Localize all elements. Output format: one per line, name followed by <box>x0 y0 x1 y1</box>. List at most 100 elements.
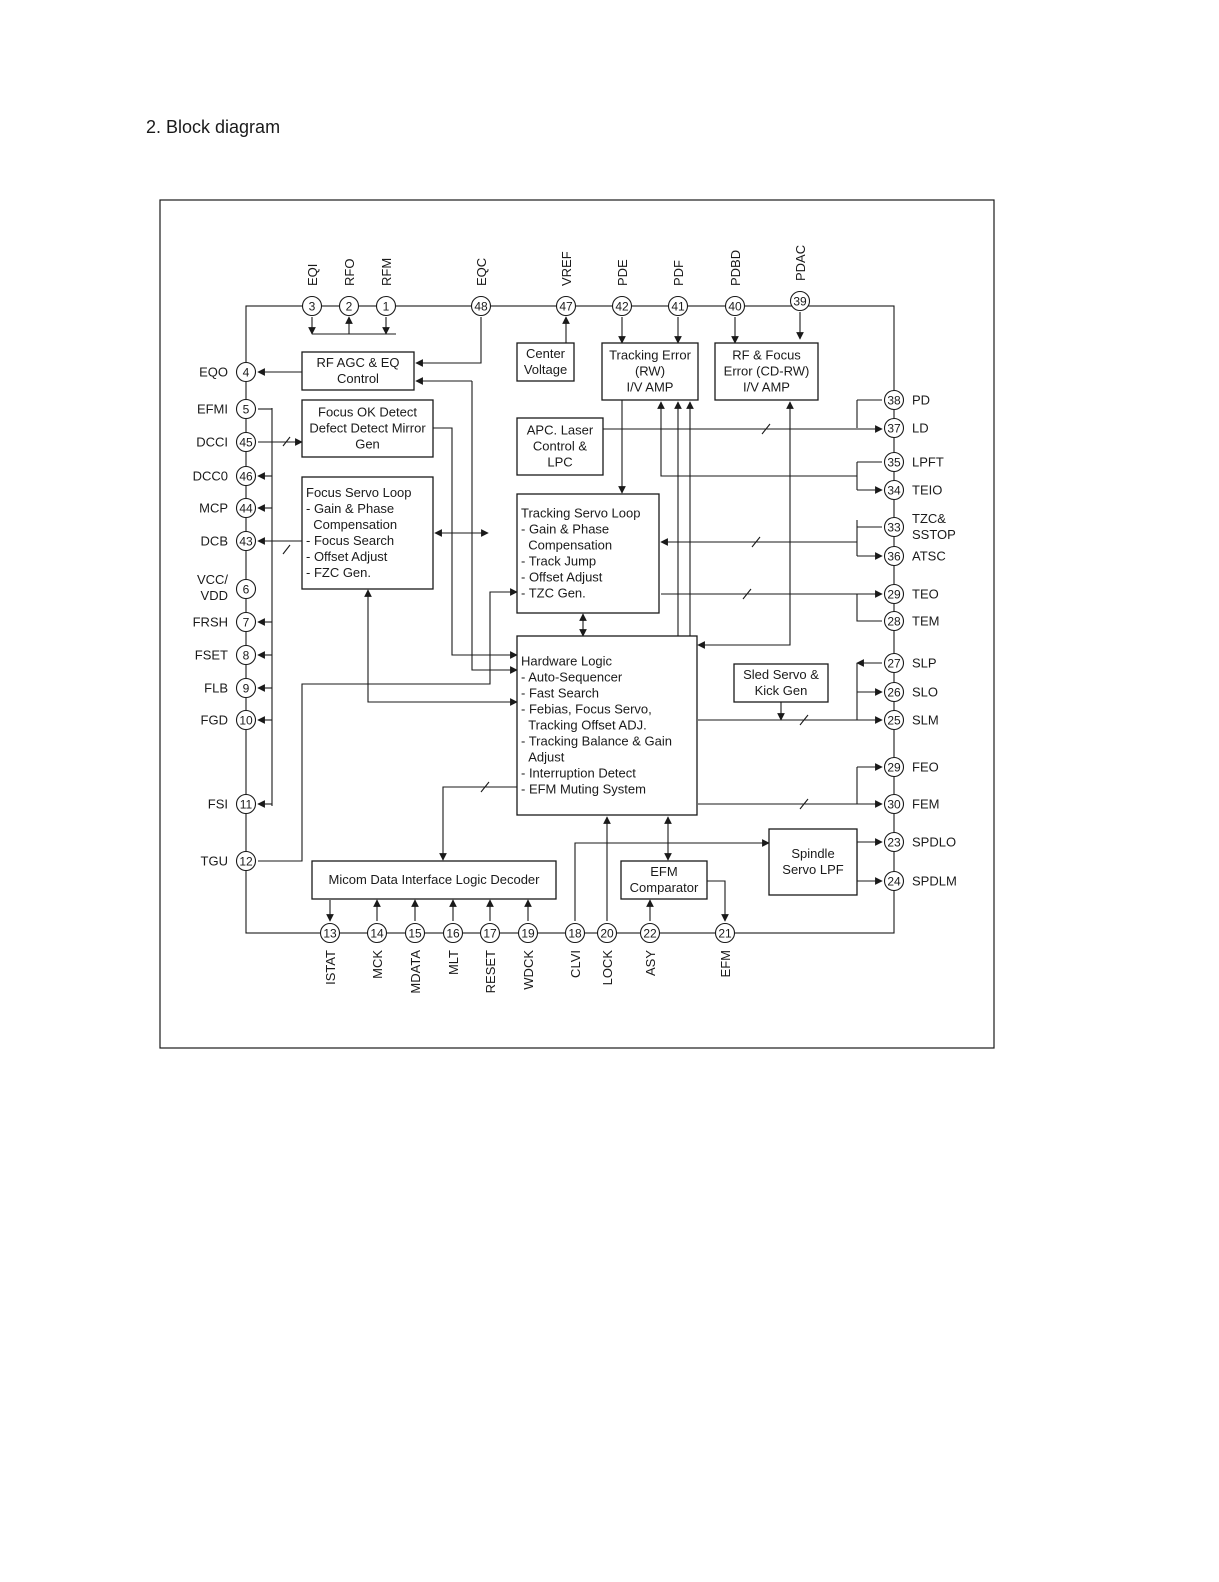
pin-number: 43 <box>239 535 253 549</box>
pin-name: EQC <box>474 258 489 286</box>
pin-name: PDBD <box>728 250 743 286</box>
pin-name: RFM <box>379 258 394 286</box>
hardware-logic-label: - EFM Muting System <box>521 782 646 797</box>
focus-servo-label: - FZC Gen. <box>306 565 371 580</box>
pin-name: TEO <box>912 587 939 602</box>
pin-name: TEM <box>912 614 939 629</box>
pin-number: 7 <box>243 616 250 630</box>
pin-name: FEM <box>912 797 939 812</box>
hardware-logic-label: Hardware Logic <box>521 654 613 669</box>
tracking-servo-label: - Gain & Phase <box>521 522 609 537</box>
hardware-logic-label: - Auto-Sequencer <box>521 670 623 685</box>
pin-name: FSI <box>208 797 228 812</box>
sled-servo-block: Sled Servo &Kick Gen <box>733 663 829 703</box>
tracking-servo-label: Compensation <box>521 538 612 553</box>
pin-name: ASY <box>643 950 658 976</box>
pin-number: 42 <box>615 300 629 314</box>
pin-number: 15 <box>408 927 422 941</box>
pin-name: MCP <box>199 501 228 516</box>
pin-number: 39 <box>793 295 807 309</box>
pin-number: 12 <box>239 855 253 869</box>
pin-name: DCC0 <box>193 469 228 484</box>
pin-name: PDF <box>671 260 686 286</box>
apc-laser-label: APC. Laser <box>527 423 594 438</box>
pin-name: FGD <box>201 713 228 728</box>
spindle-label: Servo LPF <box>782 862 843 877</box>
pin-number: 3 <box>309 300 316 314</box>
pin-number: 19 <box>521 927 535 941</box>
pin-name: DCB <box>201 534 228 549</box>
pin-name: ISTAT <box>323 950 338 985</box>
pin-number: 34 <box>887 484 901 498</box>
focus-servo-label: Focus Servo Loop <box>306 485 412 500</box>
pin-name: MLT <box>446 950 461 975</box>
tracking-error-label: I/V AMP <box>627 380 674 395</box>
pin-name: SPDLM <box>912 874 957 889</box>
pin-name: DCCI <box>196 435 228 450</box>
pin-number: 2 <box>346 300 353 314</box>
pin-top-8: 39 PDAC <box>789 245 811 312</box>
pin-number: 20 <box>600 927 614 941</box>
micom-block: Micom Data Interface Logic Decoder <box>311 860 557 900</box>
pin-number: 18 <box>568 927 582 941</box>
pin-name: ATSC <box>912 549 946 564</box>
pin-number: 35 <box>887 456 901 470</box>
efm-comparator-label: EFM <box>650 864 677 879</box>
pin-name: RESET <box>483 950 498 993</box>
pin-name: EQI <box>305 264 320 286</box>
rf-agc-label: RF AGC & EQ <box>316 355 399 370</box>
pin-number: 4 <box>243 366 250 380</box>
pin-right-7: 28 TEM <box>883 610 939 632</box>
pin-name: SLP <box>912 656 937 671</box>
pin-number: 23 <box>887 836 901 850</box>
focus-ok-label: Focus OK Detect <box>318 405 417 420</box>
tracking-error-block: Tracking Error(RW)I/V AMP <box>601 342 699 401</box>
pin-number: 16 <box>446 927 460 941</box>
pin-name: EFMI <box>197 402 228 417</box>
page-title: 2. Block diagram <box>146 117 281 137</box>
pin-number: 22 <box>643 927 657 941</box>
hardware-logic-label: Adjust <box>521 750 565 765</box>
pin-number: 30 <box>887 798 901 812</box>
pin-number: 40 <box>728 300 742 314</box>
pin-number: 8 <box>243 649 250 663</box>
hardware-logic-block: Hardware Logic- Auto-Sequencer- Fast Sea… <box>516 635 698 816</box>
pin-number: 25 <box>887 714 901 728</box>
pin-number: 11 <box>240 798 253 812</box>
pin-number: 38 <box>887 394 901 408</box>
pin-number: 26 <box>887 686 901 700</box>
rf-agc-label: Control <box>337 371 379 386</box>
pin-number: 28 <box>887 615 901 629</box>
pin-name: PDAC <box>793 245 808 281</box>
focus-servo-label: - Offset Adjust <box>306 549 388 564</box>
pin-name: MCK <box>370 950 385 979</box>
pin-number: 9 <box>243 682 250 696</box>
pin-name: VCC/ <box>197 572 228 587</box>
hardware-logic-label: - Tracking Balance & Gain <box>521 734 672 749</box>
